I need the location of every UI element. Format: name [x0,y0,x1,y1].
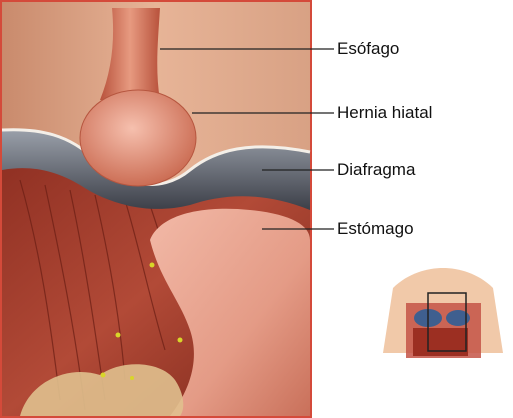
torso-inset [378,258,508,368]
label-hernia-hiatal: Hernia hiatal [337,103,432,123]
hiatal-hernia [80,90,196,186]
label-estomago: Estómago [337,219,414,239]
label-esofago: Esófago [337,39,399,59]
label-diafragma: Diafragma [337,160,415,180]
